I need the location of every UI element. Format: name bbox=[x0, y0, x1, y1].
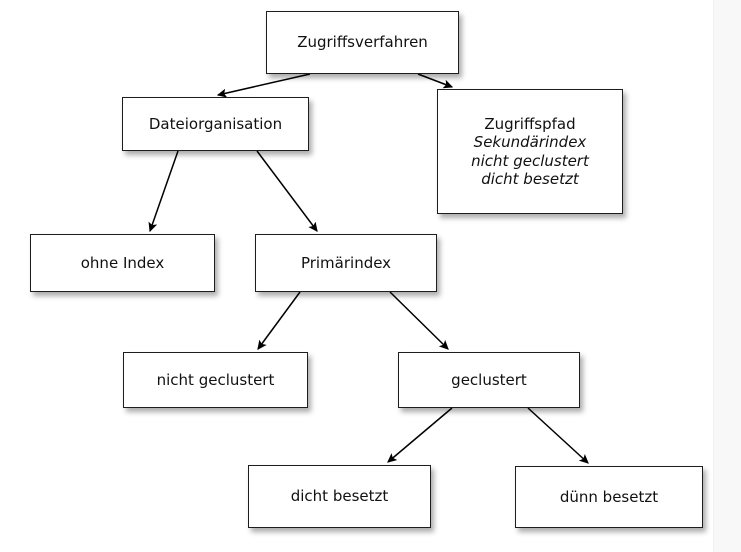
node-label-line: ohne Index bbox=[80, 253, 165, 272]
node-label-line: Primärindex bbox=[300, 253, 392, 272]
node-label-line: Sekundärindex bbox=[473, 133, 587, 152]
node-label-line: Zugriffsverfahren bbox=[297, 33, 428, 52]
node-label-dicht-besetzt: dicht besetzt bbox=[285, 487, 395, 505]
node-label-zugriffsverfahren: Zugriffsverfahren bbox=[291, 33, 434, 51]
node-label-primaerindex: Primärindex bbox=[295, 254, 397, 272]
node-dicht-besetzt[interactable]: dicht besetzt bbox=[248, 465, 431, 528]
node-dateiorganisation[interactable]: Dateiorganisation bbox=[122, 97, 309, 151]
node-label-ohne-index: ohne Index bbox=[75, 254, 170, 272]
node-duenn-besetzt[interactable]: dünn besetzt bbox=[515, 466, 703, 528]
edge-dateiorganisation-to-primaerindex bbox=[256, 150, 318, 232]
node-label-line: dicht besetzt bbox=[481, 169, 579, 188]
edge-geclustert-to-dicht-besetzt bbox=[387, 407, 453, 463]
edge-primaerindex-to-geclustert bbox=[389, 291, 449, 350]
node-label-line: geclustert bbox=[451, 370, 527, 389]
node-nicht-geclustert[interactable]: nicht geclustert bbox=[123, 352, 308, 408]
edge-zugriffsverfahren-to-zugriffspfad bbox=[417, 73, 454, 89]
edge-zugriffsverfahren-to-dateiorganisation bbox=[216, 73, 311, 98]
node-label-line: nicht geclustert bbox=[471, 151, 589, 170]
node-label-line: dünn besetzt bbox=[559, 487, 659, 506]
node-ohne-index[interactable]: ohne Index bbox=[30, 234, 215, 292]
node-label-line: dicht besetzt bbox=[290, 487, 389, 506]
node-label-geclustert: geclustert bbox=[445, 371, 533, 389]
edge-dateiorganisation-to-ohne-index bbox=[148, 150, 179, 233]
edge-primaerindex-to-nicht-geclustert bbox=[257, 291, 301, 350]
node-label-line: Zugriffspfad bbox=[484, 114, 576, 133]
node-geclustert[interactable]: geclustert bbox=[398, 352, 580, 408]
node-label-dateiorganisation: Dateiorganisation bbox=[143, 115, 288, 133]
node-zugriffsverfahren[interactable]: Zugriffsverfahren bbox=[266, 11, 459, 74]
node-label-line: Dateiorganisation bbox=[148, 114, 283, 133]
edge-geclustert-to-duenn-besetzt bbox=[527, 407, 589, 464]
node-label-nicht-geclustert: nicht geclustert bbox=[151, 371, 281, 389]
node-label-line: nicht geclustert bbox=[156, 370, 275, 389]
page-margin-strip bbox=[713, 0, 741, 552]
node-label-duenn-besetzt: dünn besetzt bbox=[554, 488, 664, 506]
node-primaerindex[interactable]: Primärindex bbox=[255, 234, 437, 292]
